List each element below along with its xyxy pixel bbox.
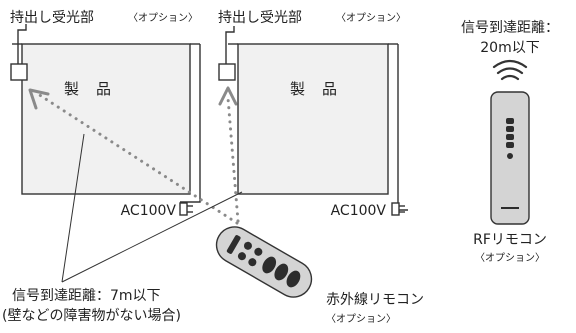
receiver-label-left: 持出し受光部: [10, 10, 94, 26]
receiver-label-right: 持出し受光部: [218, 10, 302, 26]
wifi-signal-icon: [492, 59, 528, 81]
ir-range-line2: (壁などの障害物がない場合): [2, 308, 181, 324]
ir-remote-caption: 赤外線リモコン 〈オプション〉: [326, 292, 424, 325]
ir-signal-path-right: [226, 96, 240, 223]
ir-remote-name: 赤外線リモコン: [326, 292, 424, 308]
product-panel-right: [237, 43, 389, 195]
receiver-box-icon: [218, 63, 236, 81]
product-label-right: 製 品: [290, 80, 338, 98]
rf-remote-icon: [490, 91, 530, 225]
ir-range-leaders: [61, 133, 243, 283]
receiver-caption-right: 持出し受光部 〈オプション〉: [218, 10, 406, 26]
receiver-caption-left: 持出し受光部 〈オプション〉: [10, 10, 198, 26]
ir-range-line1: 信号到達距離：7m以下: [12, 287, 161, 304]
ir-remote-icon: [215, 226, 313, 298]
product-unit-right: 製 品 AC100V: [218, 26, 408, 219]
receiver-box-icon: [10, 63, 28, 81]
rf-range-line1: 信号到達距離：: [461, 19, 559, 36]
product-unit-left: 製 品 AC100V: [10, 24, 201, 219]
product-label-left: 製 品: [64, 80, 112, 98]
ac-label-right: AC100V: [331, 203, 387, 219]
rf-remote-name: RFリモコン: [473, 232, 547, 248]
option-label-left: 〈オプション〉: [128, 12, 198, 24]
rf-range-line2: 20m以下: [480, 40, 539, 56]
receiver-cable-left: [17, 24, 27, 64]
plug-icon: [179, 202, 193, 216]
ac-label-left: AC100V: [121, 203, 177, 219]
plug-icon: [391, 202, 405, 216]
signal-arrow-icon: [28, 88, 50, 110]
ir-range-caption: 信号到達距離：7m以下 (壁などの障害物がない場合): [2, 287, 181, 324]
ir-remote-option: 〈オプション〉: [326, 313, 396, 325]
rf-remote-caption: RFリモコン 〈オプション〉: [473, 232, 547, 264]
ir-signal-path-left: [36, 92, 239, 225]
signal-arrow-icon: [218, 86, 238, 106]
option-label-right: 〈オプション〉: [336, 12, 406, 24]
rf-remote-option: 〈オプション〉: [475, 252, 545, 264]
power-cable-right-down: [397, 44, 408, 211]
power-cable-left-down: [180, 44, 201, 203]
ir-signal-paths: [36, 92, 240, 225]
rf-range-caption: 信号到達距離： 20m以下: [461, 19, 559, 56]
receiver-cable-right: [225, 26, 235, 64]
product-panel-left: [21, 43, 191, 195]
